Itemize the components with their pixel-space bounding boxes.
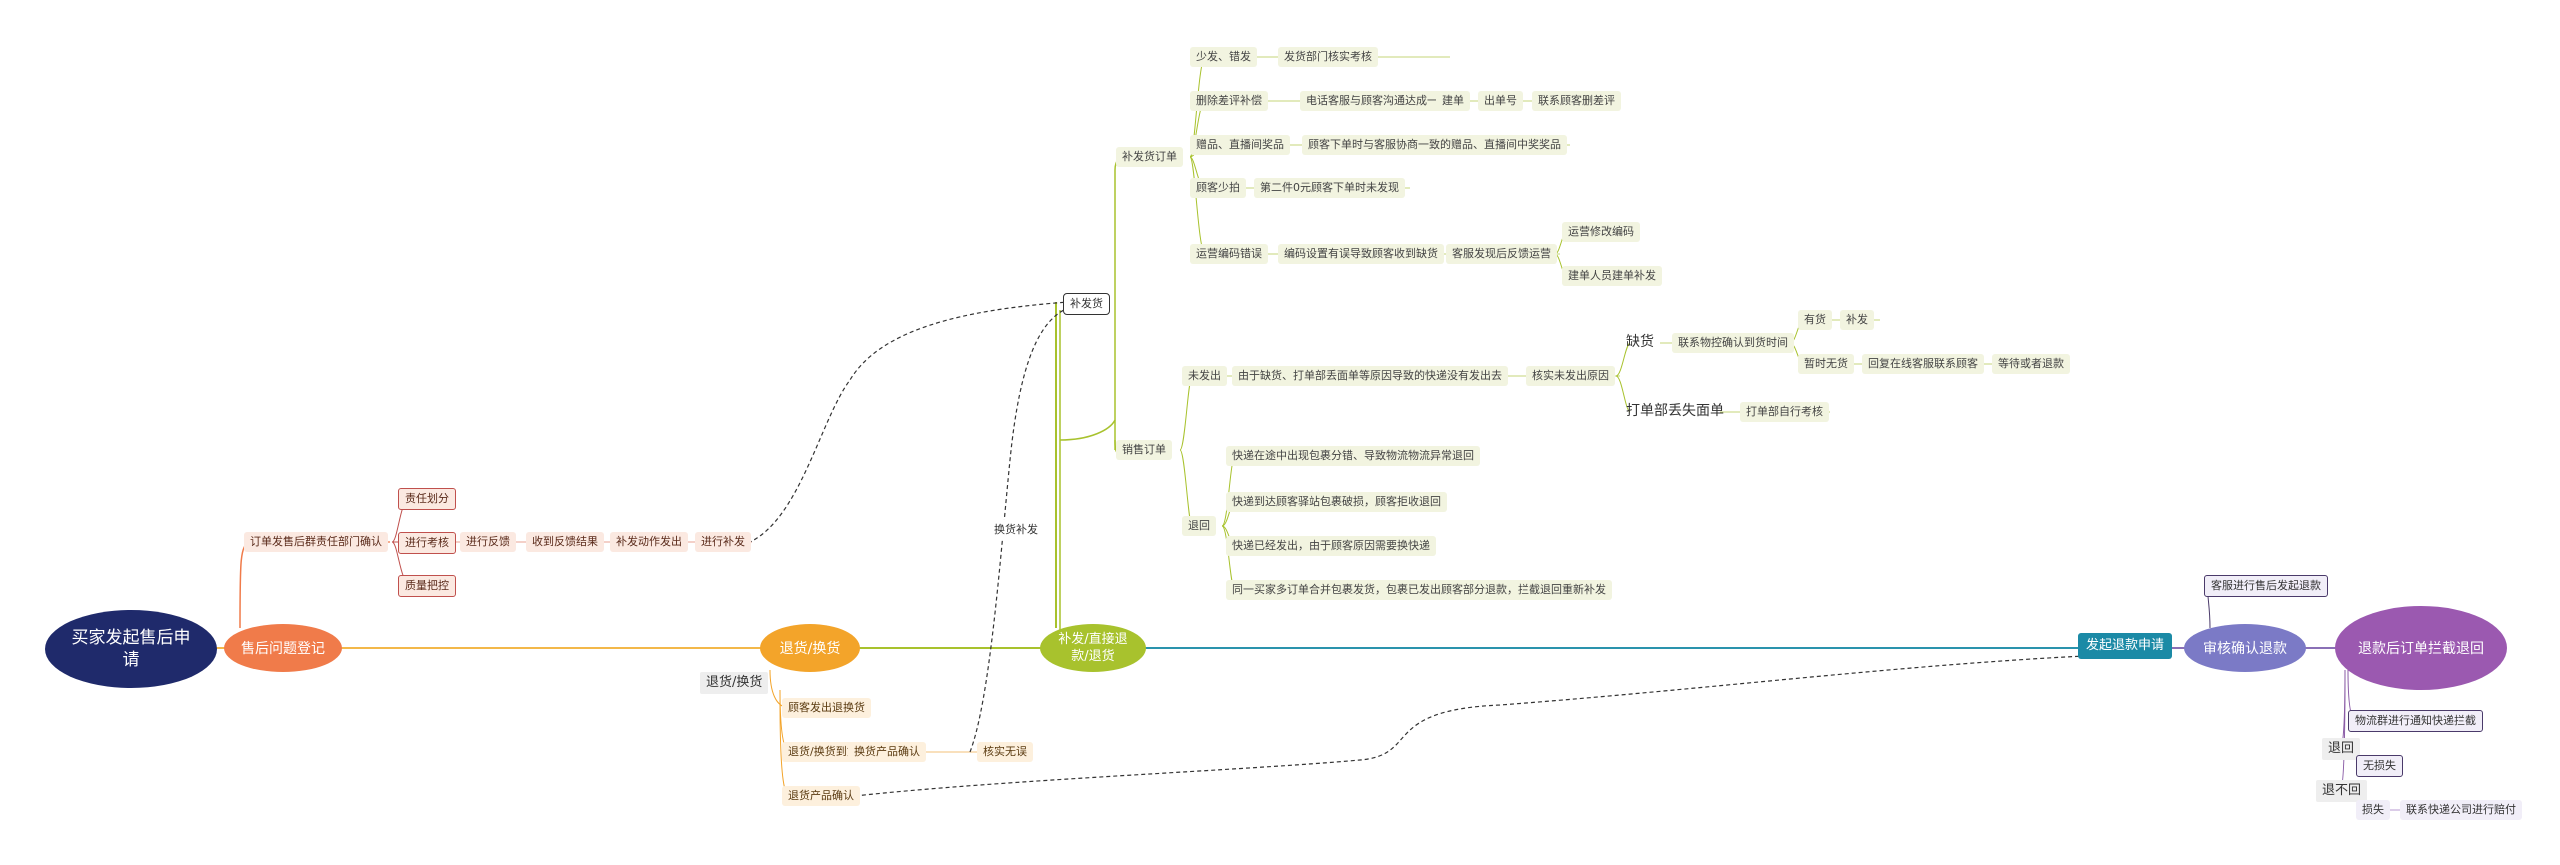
not-sent-node[interactable]: 未发出 [1182,366,1227,386]
exchange-node[interactable]: 退货/换货 [760,624,860,672]
check-node[interactable]: 进行考核 [398,532,456,554]
result-node[interactable]: 收到反馈结果 [526,532,604,552]
row-d2[interactable]: 建单人员建单补发 [1562,266,1662,286]
claim-node[interactable]: 联系快递公司进行赔付 [2400,800,2522,820]
not-returned-tag: 退不回 [2316,780,2368,802]
row-b[interactable]: 编码设置有误导致顾客收到缺货 [1278,244,1444,264]
none-node[interactable]: 暂时无货 [1798,354,1854,374]
exchange-item[interactable]: 顾客发出退换货 [782,698,871,718]
row-a[interactable]: 顾客少拍 [1190,178,1246,198]
refund-apply-node[interactable]: 发起退款申请 [2078,633,2173,659]
resend-order-node[interactable]: 补发货订单 [1116,147,1183,167]
exchange-label: 退货/换货 [779,641,841,657]
row-c[interactable]: 客服发现后反馈运营 [1446,244,1557,264]
aftersale-label: 售后问题登记 [241,641,325,657]
wait-node[interactable]: 等待或者退款 [1992,354,2070,374]
row-a[interactable]: 运营编码错误 [1190,244,1268,264]
do-resend-node[interactable]: 进行补发 [695,532,751,552]
row-a[interactable]: 赠品、直播间奖品 [1190,135,1290,155]
logistics-node[interactable]: 物流群进行通知快递拦截 [2348,710,2483,732]
order-confirm[interactable]: 订单发售后群责任部门确认 [244,532,388,552]
lost-action[interactable]: 打单部自行考核 [1740,402,1829,422]
returned-tag: 退回 [2322,738,2361,760]
row-b[interactable]: 发货部门核实考核 [1278,47,1378,67]
exchange-item[interactable]: 退货产品确认 [782,786,860,806]
not-sent-reason[interactable]: 由于缺货、打单部丢面单等原因导致的快递没有发出去 [1232,366,1508,386]
review-label: 审核确认退款 [2203,641,2287,657]
resend-goods-node[interactable]: 补发货 [1063,293,1110,315]
root-node[interactable]: 买家发起售后申请 [45,610,217,688]
row-b[interactable]: 第二件0元顾客下单时未发现 [1254,178,1405,198]
duty-node[interactable]: 责任划分 [398,488,456,510]
edge-label: 换货补发 [994,520,1038,540]
aftersale-node[interactable]: 售后问题登记 [224,624,342,672]
has-node[interactable]: 有货 [1798,310,1832,330]
row-b[interactable]: 电话客服与顾客沟通达成一致 [1300,91,1455,111]
exchange-ok[interactable]: 核实无误 [977,742,1033,762]
feedback-node[interactable]: 进行反馈 [460,532,516,552]
row-e[interactable]: 联系顾客删差评 [1532,91,1621,111]
sales-order-node[interactable]: 销售订单 [1116,440,1172,460]
lost-node[interactable]: 打单部丢失面单 [1626,403,1724,419]
row-a[interactable]: 少发、错发 [1190,47,1257,67]
resend-node[interactable]: 补发/直接退款/退货 [1040,624,1146,672]
resend-label: 补发/直接退款/退货 [1058,632,1128,664]
has-action[interactable]: 补发 [1840,310,1874,330]
root-label: 买家发起售后申请 [71,628,191,670]
exchange-confirm[interactable]: 换货产品确认 [848,742,926,762]
action-node[interactable]: 补发动作发出 [610,532,688,552]
return-item[interactable]: 同一买家多订单合并包裹发货，包裹已发出顾客部分退款，拦截退回重新补发 [1226,580,1612,600]
loss-node[interactable]: 损失 [2356,800,2390,820]
cs-node[interactable]: 客服进行售后发起退款 [2204,575,2328,597]
quality-node[interactable]: 质量把控 [398,575,456,597]
row-a[interactable]: 删除差评补偿 [1190,91,1268,111]
shortage-node[interactable]: 缺货 [1626,334,1654,350]
contact-node[interactable]: 联系物控确认到货时间 [1672,333,1794,353]
review-node[interactable]: 审核确认退款 [2184,624,2306,672]
row-b[interactable]: 顾客下单时与客服协商一致的赠品、直播间中奖奖品 [1302,135,1567,155]
row-d1[interactable]: 运营修改编码 [1562,222,1640,242]
intercept-node[interactable]: 退款后订单拦截退回 [2335,606,2507,690]
intercept-label: 退款后订单拦截退回 [2358,641,2484,657]
reply-node[interactable]: 回复在线客服联系顾客 [1862,354,1984,374]
return-item[interactable]: 快递在途中出现包裹分错、导致物流物流异常退回 [1226,446,1480,466]
return-item[interactable]: 快递到达顾客驿站包裹破损，顾客拒收退回 [1226,492,1447,512]
row-c[interactable]: 建单 [1436,91,1470,111]
no-loss-node[interactable]: 无损失 [2356,755,2403,777]
return-item[interactable]: 快递已经发出，由于顾客原因需要换快递 [1226,536,1436,556]
exchange-tag: 退货/换货 [700,672,769,694]
verify-node[interactable]: 核实未发出原因 [1526,366,1615,386]
return-node[interactable]: 退回 [1182,516,1216,536]
row-d[interactable]: 出单号 [1478,91,1523,111]
